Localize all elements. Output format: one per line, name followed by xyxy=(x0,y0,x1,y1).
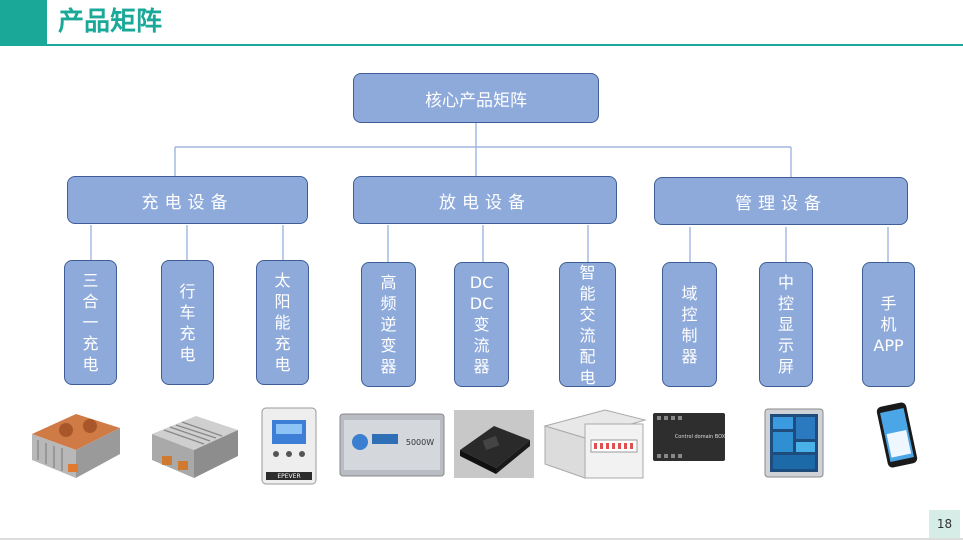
ac-distribution-box-image xyxy=(543,409,647,479)
leaf-phone-app: 手 机 APP xyxy=(862,262,915,387)
root-node: 核心产品矩阵 xyxy=(353,73,599,123)
leaf-hf-inverter: 高 频 逆 变 器 xyxy=(361,262,416,387)
leaf-vehicle-charger: 行 车 充 电 xyxy=(161,260,214,385)
title-underline xyxy=(47,44,963,46)
inverter-image: 5000W xyxy=(339,413,445,477)
phone-app-image xyxy=(876,402,918,468)
leaf-control-display: 中 控 显 示 屏 xyxy=(759,262,813,387)
svg-text:Control domain BOX: Control domain BOX xyxy=(675,434,726,440)
domain-controller-image: Control domain BOX xyxy=(653,413,726,461)
leaf-solar-charger: 太 阳 能 充 电 xyxy=(256,260,309,385)
title-accent-bar xyxy=(0,0,47,46)
three-in-one-charger-image xyxy=(32,414,120,478)
leaf-domain-controller: 域 控 制 器 xyxy=(662,262,717,387)
page-number: 18 xyxy=(929,510,960,538)
leaf-three-in-one-charger: 三 合 一 充 电 xyxy=(64,260,117,385)
page-title: 产品矩阵 xyxy=(58,7,163,37)
control-display-image xyxy=(764,408,824,478)
svg-text:EPEVER: EPEVER xyxy=(277,473,300,480)
leaf-dcdc-converter: DC DC 变 流 器 xyxy=(454,262,509,387)
leaf-ac-distribution: 智 能 交 流 配 电 xyxy=(559,262,616,387)
category-discharging-equipment: 放电设备 xyxy=(353,176,617,224)
vehicle-charger-image xyxy=(152,416,238,478)
solar-charge-controller-image: EPEVER xyxy=(261,407,317,485)
category-management-equipment: 管理设备 xyxy=(654,177,908,225)
category-charging-equipment: 充电设备 xyxy=(67,176,308,224)
dc-dc-converter-image xyxy=(454,410,534,478)
svg-text:5000W: 5000W xyxy=(406,438,434,447)
bottom-divider xyxy=(0,538,963,540)
